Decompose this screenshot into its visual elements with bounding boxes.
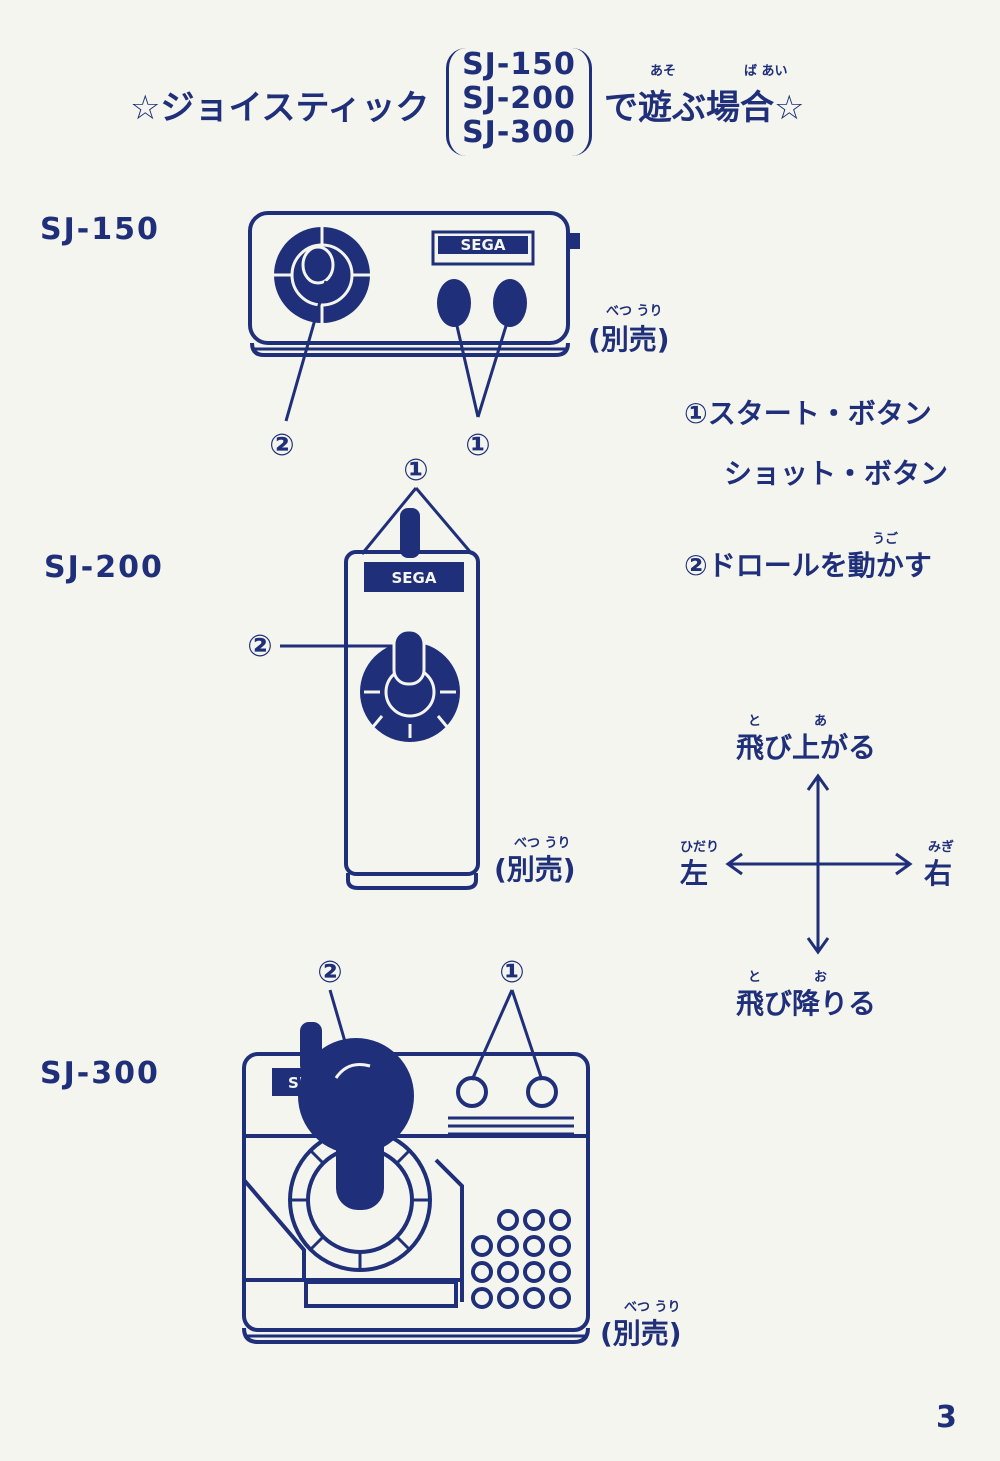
dir-left-ruby: ひだり [680, 840, 720, 855]
sj150-illustration: SEGA ② ① [248, 211, 580, 463]
title-model-list: SJ-150 SJ-200 SJ-300 [446, 48, 592, 156]
dir-right-ruby: みぎ [928, 840, 955, 855]
ruby-asobu: あそ [650, 64, 677, 79]
sj200-sold-ruby: べつ うり [514, 836, 571, 851]
label-sj300: SJ-300 [40, 1056, 160, 1091]
label-sj150: SJ-150 [40, 212, 160, 247]
sj200-sold-separately: (別売) [494, 853, 576, 886]
dir-up-ruby-to: と [748, 714, 762, 729]
sj300-stick-ball [298, 1038, 414, 1154]
sj300-front-slot [304, 1280, 458, 1308]
legend-item-2: ②ドロールを動かす [684, 549, 932, 582]
sj200-body [344, 550, 480, 876]
sj300-button-1 [456, 1076, 488, 1108]
arrow-left-head [725, 852, 743, 876]
sj300-illustration: ② ① SE [242, 955, 590, 1344]
sj150-sold-ruby: べつ うり [606, 304, 663, 319]
sj300-keypad-edge [434, 1158, 464, 1302]
sj200-logo: SEGA [392, 569, 437, 587]
sj200-dial [360, 642, 460, 742]
sj150-side-tab [566, 233, 580, 249]
sj150-logo: SEGA [461, 236, 506, 254]
sj300-left-wedge [242, 1178, 306, 1282]
sj300-leader-1b [510, 989, 544, 1081]
sj300-keypad [471, 1209, 571, 1309]
sj200-leader-1b [414, 487, 474, 555]
dir-right-label: 右 [924, 857, 953, 890]
sj300-body [242, 1052, 590, 1332]
dir-up-label: 飛び上がる [736, 731, 877, 764]
sj150-button-1 [437, 279, 471, 327]
sj150-leader-1b [476, 312, 512, 418]
sj200-illustration: ① SEGA ② [247, 453, 480, 890]
sj150-sold-separately: (別売) [588, 323, 670, 356]
arrow-right-head [895, 852, 913, 876]
sj150-body [248, 211, 570, 345]
sj150-button-2 [493, 279, 527, 327]
sj200-base-line [346, 873, 478, 890]
sj200-logo-box [364, 562, 464, 592]
sj150-stick-knob [301, 245, 335, 285]
title-model-2: SJ-200 [462, 81, 576, 116]
sj300-sold-separately: (別売) [600, 1317, 682, 1350]
label-sj200: SJ-200 [44, 550, 164, 585]
sj200-leader-1a [360, 487, 418, 555]
sj150-leader-2 [284, 280, 328, 422]
dir-down-ruby-o: お [814, 970, 828, 985]
ruby-baai: ば あい [744, 64, 788, 79]
dir-down-ruby-to: と [748, 970, 762, 985]
title-tail: で遊ぶ場合☆ [604, 88, 805, 128]
arrow-up-head [806, 773, 830, 791]
sj150-callout-2: ② [269, 428, 294, 463]
title-model-3: SJ-300 [462, 115, 576, 150]
direction-cross-arrows [725, 773, 913, 955]
page-number: 3 [936, 1400, 957, 1435]
title-model-1: SJ-150 [462, 47, 576, 82]
sj150-callout-1: ① [465, 428, 490, 463]
dir-down-label: 飛び降りる [736, 987, 877, 1020]
sj300-ball-highlight [334, 1063, 371, 1079]
sj200-stick [392, 628, 426, 686]
sj300-button-2 [526, 1076, 558, 1108]
legend-item-1: ①スタート・ボタン [684, 397, 932, 430]
page-title: ☆ジョイスティック SJ-150 SJ-200 SJ-300 あそ ば あい で… [130, 48, 870, 158]
sj300-callout-1: ① [499, 955, 524, 990]
title-lead: ☆ジョイスティック [130, 88, 430, 128]
sj200-callout-1: ① [403, 453, 428, 488]
sj300-callout-2: ② [317, 955, 342, 990]
sj200-antenna [400, 508, 420, 558]
sj200-callout-2: ② [247, 629, 272, 664]
arrow-down-head [806, 937, 830, 955]
sj150-leader-1a [452, 312, 480, 418]
dir-up-ruby-a: あ [814, 714, 828, 729]
sj300-sold-ruby: べつ うり [624, 1300, 681, 1315]
dir-left-label: 左 [680, 857, 709, 890]
sj300-leader-1a [470, 989, 514, 1081]
legend-item-2-ruby: うご [872, 532, 899, 547]
legend-item-1-line-2: ショット・ボタン [724, 457, 949, 490]
